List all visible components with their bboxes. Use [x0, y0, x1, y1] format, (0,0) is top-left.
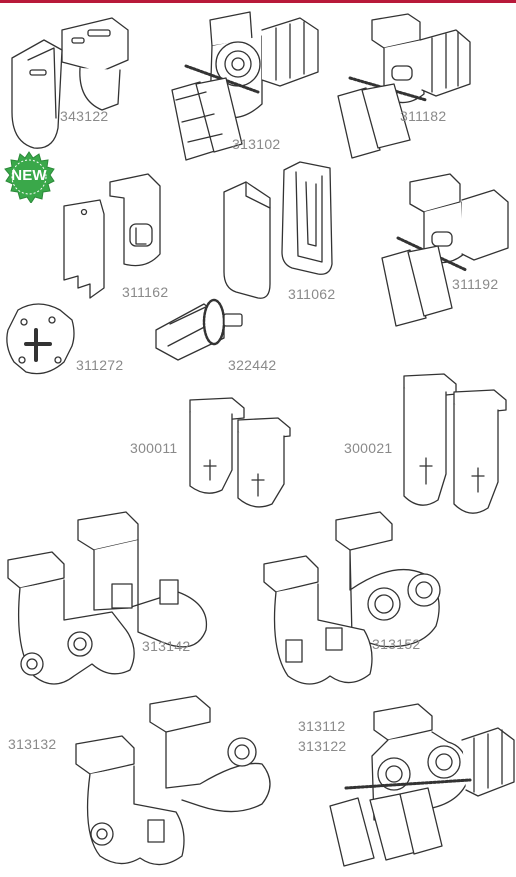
- part-label-313122: 313122: [298, 738, 347, 754]
- part-label-313152: 313152: [372, 636, 421, 652]
- part-label-313142: 313142: [142, 638, 191, 654]
- part-311192-drawing: [381, 173, 509, 327]
- part-313112-313122-drawing: [329, 703, 515, 867]
- part-label-300011: 300011: [130, 440, 178, 456]
- part-label-311192: 311192: [452, 276, 499, 292]
- part-label-313112: 313112: [298, 718, 346, 734]
- part-313152-drawing: [263, 511, 441, 685]
- part-311272-drawing: [6, 303, 75, 375]
- starburst-badge-icon: [4, 151, 55, 204]
- new-badge: NEW: [3, 151, 55, 204]
- new-badge-text: NEW: [11, 167, 47, 184]
- part-343122-drawing: [11, 17, 129, 149]
- part-311062-drawing: [223, 161, 333, 299]
- part-label-343122: 343122: [60, 108, 109, 124]
- part-label-311182: 311182: [400, 108, 447, 124]
- part-313102-drawing: [171, 11, 319, 161]
- part-322442-drawing: [155, 298, 243, 361]
- part-313132-drawing: [75, 695, 271, 866]
- part-label-311162: 311162: [122, 284, 169, 300]
- part-label-313132: 313132: [8, 736, 57, 752]
- part-300011-drawing: [189, 397, 291, 508]
- part-313142-drawing: [7, 511, 208, 685]
- part-label-311272: 311272: [76, 357, 124, 373]
- top-accent-rule: [0, 0, 516, 3]
- part-label-311062: 311062: [288, 286, 336, 302]
- part-label-300021: 300021: [344, 440, 393, 456]
- part-label-313102: 313102: [232, 136, 281, 152]
- part-300021-drawing: [403, 373, 507, 514]
- part-311162-drawing: [63, 173, 161, 299]
- part-311182-drawing: [337, 13, 471, 159]
- part-label-322442: 322442: [228, 357, 277, 373]
